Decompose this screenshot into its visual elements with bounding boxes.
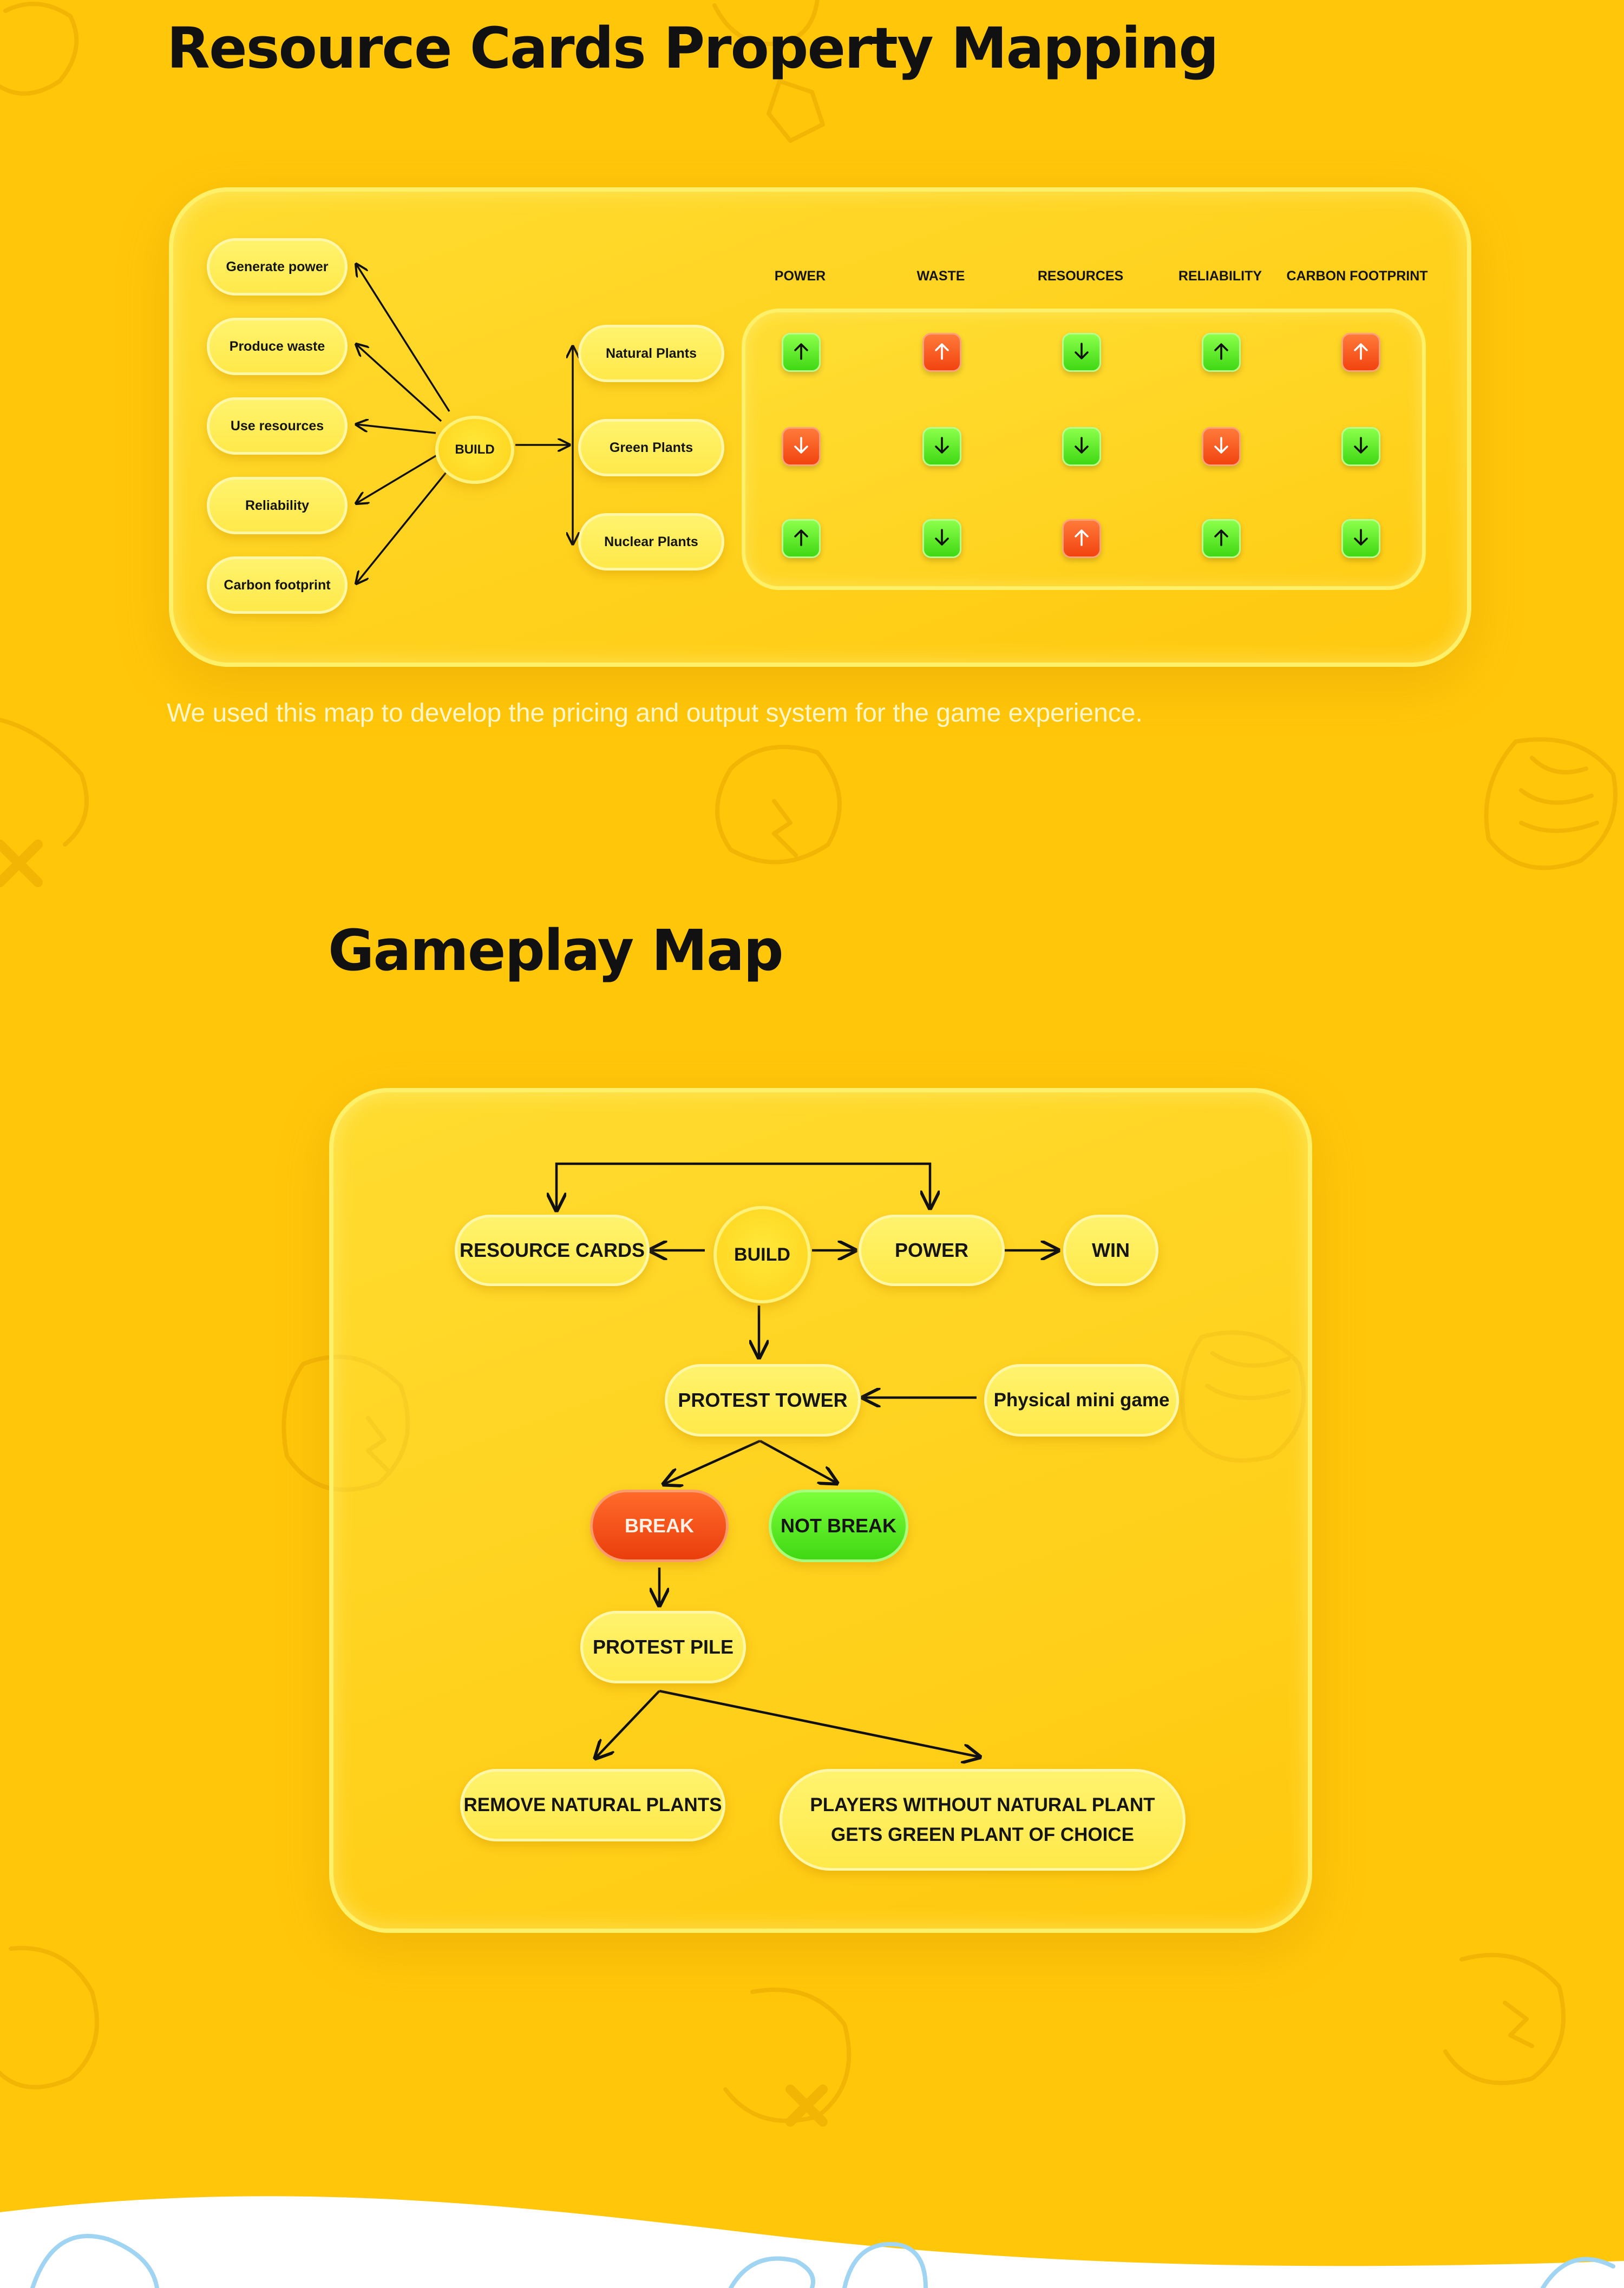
- node-physical-mini-game: Physical mini game: [984, 1364, 1179, 1437]
- node-generate-power: Generate power: [207, 238, 348, 296]
- node-resource-cards: RESOURCE CARDS: [455, 1215, 650, 1286]
- node-remove-natural-plants: REMOVE NATURAL PLANTS: [460, 1769, 725, 1841]
- arrow-down-icon: [1071, 435, 1092, 459]
- arrow-up-icon: [931, 340, 953, 365]
- effect-natural-reliability: [1202, 333, 1241, 372]
- node-build-gameplay: BUILD: [713, 1206, 811, 1303]
- section-title-property-mapping: Resource Cards Property Mapping: [167, 15, 1218, 81]
- arrow-up-icon: [1210, 340, 1232, 365]
- node-carbon-footprint: Carbon footprint: [207, 556, 348, 614]
- column-header-reliability: RELIABILITY: [1150, 268, 1291, 284]
- effect-green-carbon-footprint: [1341, 427, 1380, 466]
- effect-natural-carbon-footprint: [1341, 333, 1380, 372]
- node-break: BREAK: [590, 1490, 729, 1562]
- effect-green-power: [782, 427, 821, 466]
- node-use-resources: Use resources: [207, 397, 348, 455]
- node-protest-tower: PROTEST TOWER: [665, 1364, 861, 1437]
- node-natural-plants: Natural Plants: [578, 325, 724, 382]
- node-reliability: Reliability: [207, 477, 348, 534]
- node-green-plants: Green Plants: [578, 419, 724, 476]
- arrow-up-icon: [790, 527, 812, 551]
- arrow-down-icon: [1350, 527, 1372, 551]
- effect-nuclear-waste: [922, 519, 961, 558]
- arrow-down-icon: [790, 435, 812, 459]
- effect-green-resources: [1062, 427, 1101, 466]
- column-header-carbon-footprint: CARBON FOOTPRINT: [1284, 268, 1430, 284]
- arrow-down-icon: [931, 527, 953, 551]
- effect-natural-power: [782, 333, 821, 372]
- arrow-up-icon: [1350, 340, 1372, 365]
- column-header-power: POWER: [730, 268, 870, 284]
- effect-natural-waste: [922, 333, 961, 372]
- node-players-without-natural-plant: PLAYERS WITHOUT NATURAL PLANT GETS GREEN…: [780, 1769, 1186, 1871]
- node-produce-waste: Produce waste: [207, 318, 348, 375]
- effect-green-reliability: [1202, 427, 1241, 466]
- node-not-break: NOT BREAK: [769, 1490, 908, 1562]
- node-nuclear-plants: Nuclear Plants: [578, 513, 724, 571]
- arrow-up-icon: [1210, 527, 1232, 551]
- effect-nuclear-reliability: [1202, 519, 1241, 558]
- node-build: BUILD: [435, 416, 514, 484]
- arrow-up-icon: [790, 340, 812, 365]
- arrow-down-icon: [1071, 340, 1092, 365]
- node-protest-pile: PROTEST PILE: [580, 1611, 746, 1683]
- effect-nuclear-resources: [1062, 519, 1101, 558]
- column-header-resources: RESOURCES: [1010, 268, 1151, 284]
- effect-natural-resources: [1062, 333, 1101, 372]
- column-header-waste: WASTE: [870, 268, 1011, 284]
- section-title-gameplay-map: Gameplay Map: [328, 917, 783, 984]
- arrow-down-icon: [931, 435, 953, 459]
- arrow-down-icon: [1210, 435, 1232, 459]
- property-mapping-caption: We used this map to develop the pricing …: [167, 698, 1143, 728]
- bottom-wave: [0, 2191, 1624, 2288]
- arrow-down-icon: [1350, 435, 1372, 459]
- node-power: POWER: [859, 1215, 1005, 1286]
- effect-nuclear-power: [782, 519, 821, 558]
- arrow-up-icon: [1071, 527, 1092, 551]
- effect-green-waste: [922, 427, 961, 466]
- node-win: WIN: [1063, 1215, 1158, 1286]
- effect-nuclear-carbon-footprint: [1341, 519, 1380, 558]
